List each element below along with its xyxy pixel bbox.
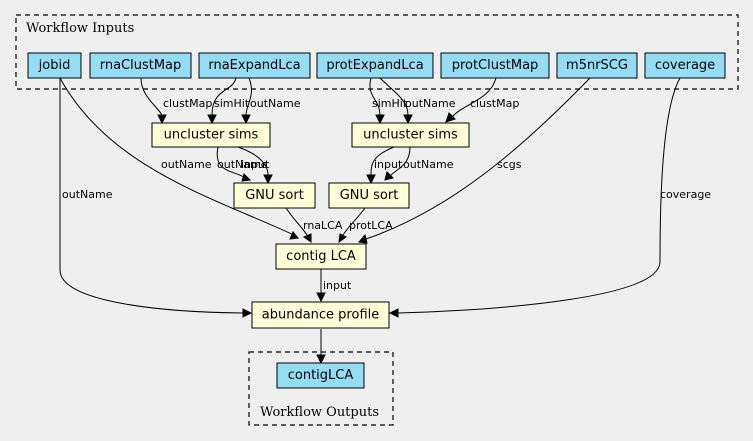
node-label: m5nrSCG [566,58,628,73]
edge-rnaclustmap-uncluster-rna: clustMap [140,77,212,125]
edge-label: outName [250,97,301,110]
node-coverage[interactable]: coverage [644,52,726,79]
edge-uncluster-prot-sort-prot-input: input [366,146,403,185]
edge-protexpandlca-uncluster-prot-outname: outName [379,77,456,125]
node-uncluster-sims-prot[interactable]: uncluster sims [351,122,470,148]
node-label: protClustMap [452,58,539,73]
node-protclustmap[interactable]: protClustMap [440,52,550,79]
edge-label: outName [62,188,113,201]
edge-label: rnaLCA [303,219,343,232]
edge-label: clustMap [470,97,519,110]
node-label: abundance profile [262,308,380,323]
node-label: uncluster sims [164,128,259,143]
node-gnu-sort-prot[interactable]: GNU sort [328,182,410,209]
workflow-inputs-cluster: Workflow Inputs [15,14,739,90]
workflow-inputs-label: Workflow Inputs [26,21,134,36]
node-rnaclustmap[interactable]: rnaClustMap [89,52,192,79]
edge-sort-rna-contig-lca: rnaLCA [285,207,343,243]
node-m5nrscg[interactable]: m5nrSCG [556,52,638,79]
edge-jobid-abundance: outName [59,78,253,318]
node-contiglca-output[interactable]: contigLCA [276,362,365,389]
edge-rnaexpandlca-uncluster-rna-simhit: simHit [207,77,250,125]
node-contig-lca[interactable]: contig LCA [275,243,367,270]
edge-coverage-abundance: coverage [388,77,711,318]
edge-label: protLCA [349,219,393,232]
edge-rnaexpandlca-uncluster-rna-outname: outName [241,77,301,125]
edge-label: clustMap [163,97,212,110]
workflow-outputs-label: Workflow Outputs [260,405,379,420]
edge-jobid-contig-lca: outName [59,77,299,240]
node-label: contigLCA [288,368,354,383]
node-label: jobid [38,58,71,73]
node-label: uncluster sims [363,128,458,143]
node-jobid[interactable]: jobid [27,52,82,79]
node-abundance-profile[interactable]: abundance profile [251,301,390,329]
edge-protclustmap-uncluster-prot: clustMap [445,77,519,123]
node-label: contig LCA [286,249,356,264]
edge-label: input [241,158,270,171]
edge-label: input [374,158,403,171]
edge-contig-lca-abundance: input [316,269,352,303]
edge-uncluster-rna-sort-rna-input: input [237,146,273,185]
edge-label: scgs [497,158,522,171]
node-label: rnaClustMap [100,58,182,73]
edge-label: simHit [372,97,408,110]
node-gnu-sort-rna[interactable]: GNU sort [233,182,316,209]
edge-label: outName [161,158,212,171]
edge-label: input [323,279,352,292]
node-label: protExpandLca [326,58,423,73]
edge-label: simHit [214,97,250,110]
node-label: rnaExpandLca [208,58,300,73]
edge-protexpandlca-uncluster-prot-simhit: simHit [369,77,408,125]
edge-label: outName [403,158,454,171]
edge-label: coverage [660,188,711,201]
node-uncluster-sims-rna[interactable]: uncluster sims [151,122,271,148]
node-label: GNU sort [340,188,399,203]
edge-label: outName [217,158,268,171]
edge-m5nrscg-contig-lca: scgs [358,77,591,244]
edge-uncluster-rna-sort-rna-outname: outName [216,146,268,182]
node-label: coverage [655,58,715,73]
edge-label: outName [405,97,456,110]
edge-sort-prot-contig-lca: protLCA [338,207,393,244]
node-protexpandlca[interactable]: protExpandLca [316,52,434,79]
node-label: GNU sort [245,188,304,203]
edge-uncluster-prot-sort-prot-outname: outName [384,146,454,181]
node-rnaexpandlca[interactable]: rnaExpandLca [198,52,311,79]
edge-abundance-contiglca [316,329,326,365]
